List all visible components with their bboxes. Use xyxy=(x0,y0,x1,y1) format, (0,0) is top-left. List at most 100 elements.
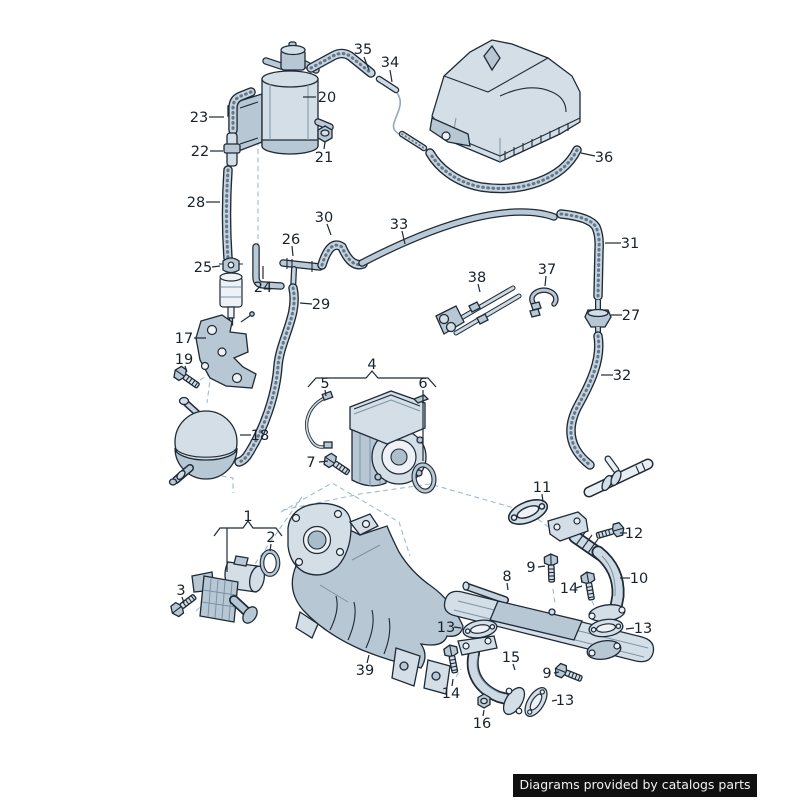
callout-label-13[interactable]: 13 xyxy=(437,620,455,636)
callout-label-11[interactable]: 11 xyxy=(533,480,551,496)
callout-label-2[interactable]: 2 xyxy=(266,530,275,546)
retainer-38 xyxy=(435,285,522,336)
leader-line-2 xyxy=(269,543,272,552)
watermark: Diagrams provided by catalogs parts xyxy=(513,774,757,797)
callout-label-9[interactable]: 9 xyxy=(526,560,535,576)
callout-label-19[interactable]: 19 xyxy=(175,352,193,368)
egr-pipe-15 xyxy=(457,635,526,716)
leader-line-11 xyxy=(541,493,544,503)
leader-line-8 xyxy=(506,582,509,591)
callout-label-24[interactable]: 24 xyxy=(254,280,272,296)
bolt-14-upper xyxy=(579,570,599,602)
leader-line-14 xyxy=(451,678,454,687)
callout-label-13[interactable]: 13 xyxy=(634,621,652,637)
nut-16 xyxy=(477,693,491,709)
callout-label-14[interactable]: 14 xyxy=(442,686,460,702)
clamp-25 xyxy=(219,257,243,274)
callout-label-23[interactable]: 23 xyxy=(190,110,208,126)
callout-label-37[interactable]: 37 xyxy=(538,262,556,278)
leader-line-34 xyxy=(389,69,393,83)
callout-label-14[interactable]: 14 xyxy=(560,581,578,597)
callout-label-39[interactable]: 39 xyxy=(356,663,374,679)
elbow-24 xyxy=(252,243,285,290)
callout-label-31[interactable]: 31 xyxy=(621,236,639,252)
hose-28 xyxy=(221,165,233,263)
callout-label-36[interactable]: 36 xyxy=(595,150,613,166)
gasket-11 xyxy=(504,494,552,530)
clamp-37 xyxy=(529,287,559,318)
callout-label-21[interactable]: 21 xyxy=(315,150,333,166)
bolt-9-upper xyxy=(543,553,559,583)
callout-label-20[interactable]: 20 xyxy=(318,90,336,106)
callout-label-15[interactable]: 15 xyxy=(502,650,520,666)
bolt-7 xyxy=(320,451,353,479)
callout-label-29[interactable]: 29 xyxy=(312,297,330,313)
svg-text:Diagrams provided by catalogs: Diagrams provided by catalogs parts xyxy=(519,777,750,792)
egr-valve-1 xyxy=(191,555,266,624)
callout-label-22[interactable]: 22 xyxy=(191,144,209,160)
callout-label-33[interactable]: 33 xyxy=(390,217,408,233)
bracket-17 xyxy=(195,311,257,389)
leader-line-25 xyxy=(211,265,221,268)
callout-label-17[interactable]: 17 xyxy=(175,331,193,347)
o-ring-6 xyxy=(411,462,437,494)
leader-line-5 xyxy=(324,389,327,397)
throttle-valve-unit-4 xyxy=(349,390,430,487)
bracket-line-4 xyxy=(307,370,437,388)
callout-label-30[interactable]: 30 xyxy=(315,210,333,226)
callout-label-3[interactable]: 3 xyxy=(176,583,185,599)
callout-label-13[interactable]: 13 xyxy=(556,693,574,709)
callout-label-26[interactable]: 26 xyxy=(282,232,300,248)
bolt-19 xyxy=(170,364,203,393)
hose-29 xyxy=(234,283,299,467)
leader-line-38 xyxy=(477,283,481,293)
hose-35 xyxy=(306,48,376,78)
leader-line-9 xyxy=(537,565,546,568)
leader-line-13 xyxy=(453,626,462,629)
callout-label-16[interactable]: 16 xyxy=(473,716,491,732)
leader-line-19 xyxy=(184,365,188,373)
t-connector-26 xyxy=(279,258,324,294)
callout-label-1[interactable]: 1 xyxy=(243,509,252,525)
hose-5 xyxy=(305,390,334,449)
callout-label-38[interactable]: 38 xyxy=(468,270,486,286)
callout-label-9[interactable]: 9 xyxy=(542,666,551,682)
leader-line-14 xyxy=(575,585,583,589)
callout-brackets: 41 xyxy=(213,357,437,572)
gasket-13-bottom xyxy=(519,683,553,721)
egr-pipe-10 xyxy=(547,511,626,622)
callout-label-25[interactable]: 25 xyxy=(194,260,212,276)
o-ring-2 xyxy=(259,549,281,577)
leader-line-13 xyxy=(625,627,635,630)
callout-label-8[interactable]: 8 xyxy=(502,569,511,585)
callout-label-28[interactable]: 28 xyxy=(187,195,205,211)
callout-label-32[interactable]: 32 xyxy=(613,368,631,384)
callout-label-12[interactable]: 12 xyxy=(625,526,643,542)
leader-line-33 xyxy=(401,230,406,245)
bolt-9-lower xyxy=(552,661,585,686)
callout-label-7[interactable]: 7 xyxy=(306,455,315,471)
leader-line-21 xyxy=(323,141,326,150)
callout-label-27[interactable]: 27 xyxy=(622,308,640,324)
callout-label-4[interactable]: 4 xyxy=(367,357,376,373)
inline-filter xyxy=(219,272,243,326)
leader-line-26 xyxy=(291,245,294,257)
callout-label-5[interactable]: 5 xyxy=(320,376,329,392)
hose-23 xyxy=(228,87,256,135)
air-filter-housing xyxy=(429,39,581,163)
bolt-12 xyxy=(594,521,627,543)
hose-33 xyxy=(358,208,558,267)
callout-label-35[interactable]: 35 xyxy=(354,42,372,58)
leader-line-7 xyxy=(318,460,329,463)
callout-label-10[interactable]: 10 xyxy=(630,571,648,587)
callout-label-34[interactable]: 34 xyxy=(381,55,399,71)
leader-line-3 xyxy=(181,596,185,604)
hose-31 xyxy=(556,209,604,301)
callout-label-6[interactable]: 6 xyxy=(418,376,427,392)
tube-34 xyxy=(375,75,428,152)
union-fitting xyxy=(583,455,654,498)
callout-label-18[interactable]: 18 xyxy=(251,428,269,444)
